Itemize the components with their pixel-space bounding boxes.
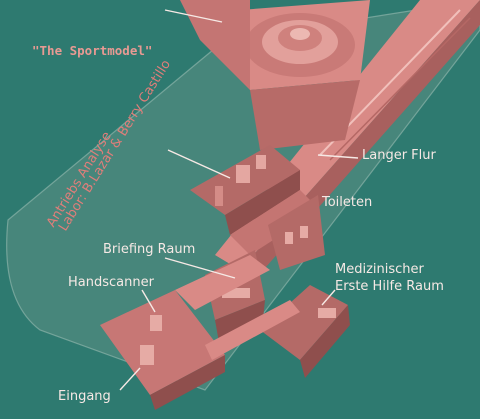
lab-equipment-3 <box>215 186 223 206</box>
leader-title <box>164 9 223 23</box>
hull-outline <box>6 0 480 391</box>
lab-wall <box>225 170 300 235</box>
label-toileten: Toileten <box>322 195 373 210</box>
label-handscanner: Handscanner <box>68 275 154 290</box>
leader-medical <box>321 289 336 306</box>
label-medizinischer: Medizinischer <box>335 262 424 277</box>
lab-equipment-1 <box>236 165 250 183</box>
handscanner-box <box>150 315 162 331</box>
leader-lab <box>167 149 231 179</box>
toilet-fixture-1 <box>285 232 293 244</box>
label-langer-flur: Langer Flur <box>362 148 436 163</box>
leader-eingang <box>119 367 141 391</box>
medical-wall <box>300 305 350 378</box>
label-briefing-raum: Briefing Raum <box>103 242 196 257</box>
entrance-floor <box>100 290 225 395</box>
machine-block-side <box>250 80 360 150</box>
lab-equipment-2 <box>256 155 266 169</box>
label-eingang: Eingang <box>58 389 111 404</box>
leader-briefing <box>164 257 236 279</box>
lower-corridor <box>175 255 270 310</box>
toilet-fixture-2 <box>300 226 308 238</box>
toilet-floor <box>268 195 325 270</box>
corridor-stripe-2 <box>329 17 471 161</box>
lower-corridor-2 <box>205 300 300 360</box>
machine-left-wall <box>180 0 250 90</box>
medical-bed <box>318 308 336 318</box>
diagram-title: "The Sportmodel" <box>32 43 153 58</box>
entrance-wall <box>150 355 225 410</box>
leader-handscanner <box>141 289 156 313</box>
label-erste-hilfe-raum: Erste Hilfe Raum <box>335 279 444 294</box>
machine-cap <box>290 28 310 40</box>
briefing-table <box>222 288 250 298</box>
medical-floor <box>260 285 348 360</box>
entrance-door <box>140 345 154 365</box>
leader-langer-flur <box>317 154 359 159</box>
